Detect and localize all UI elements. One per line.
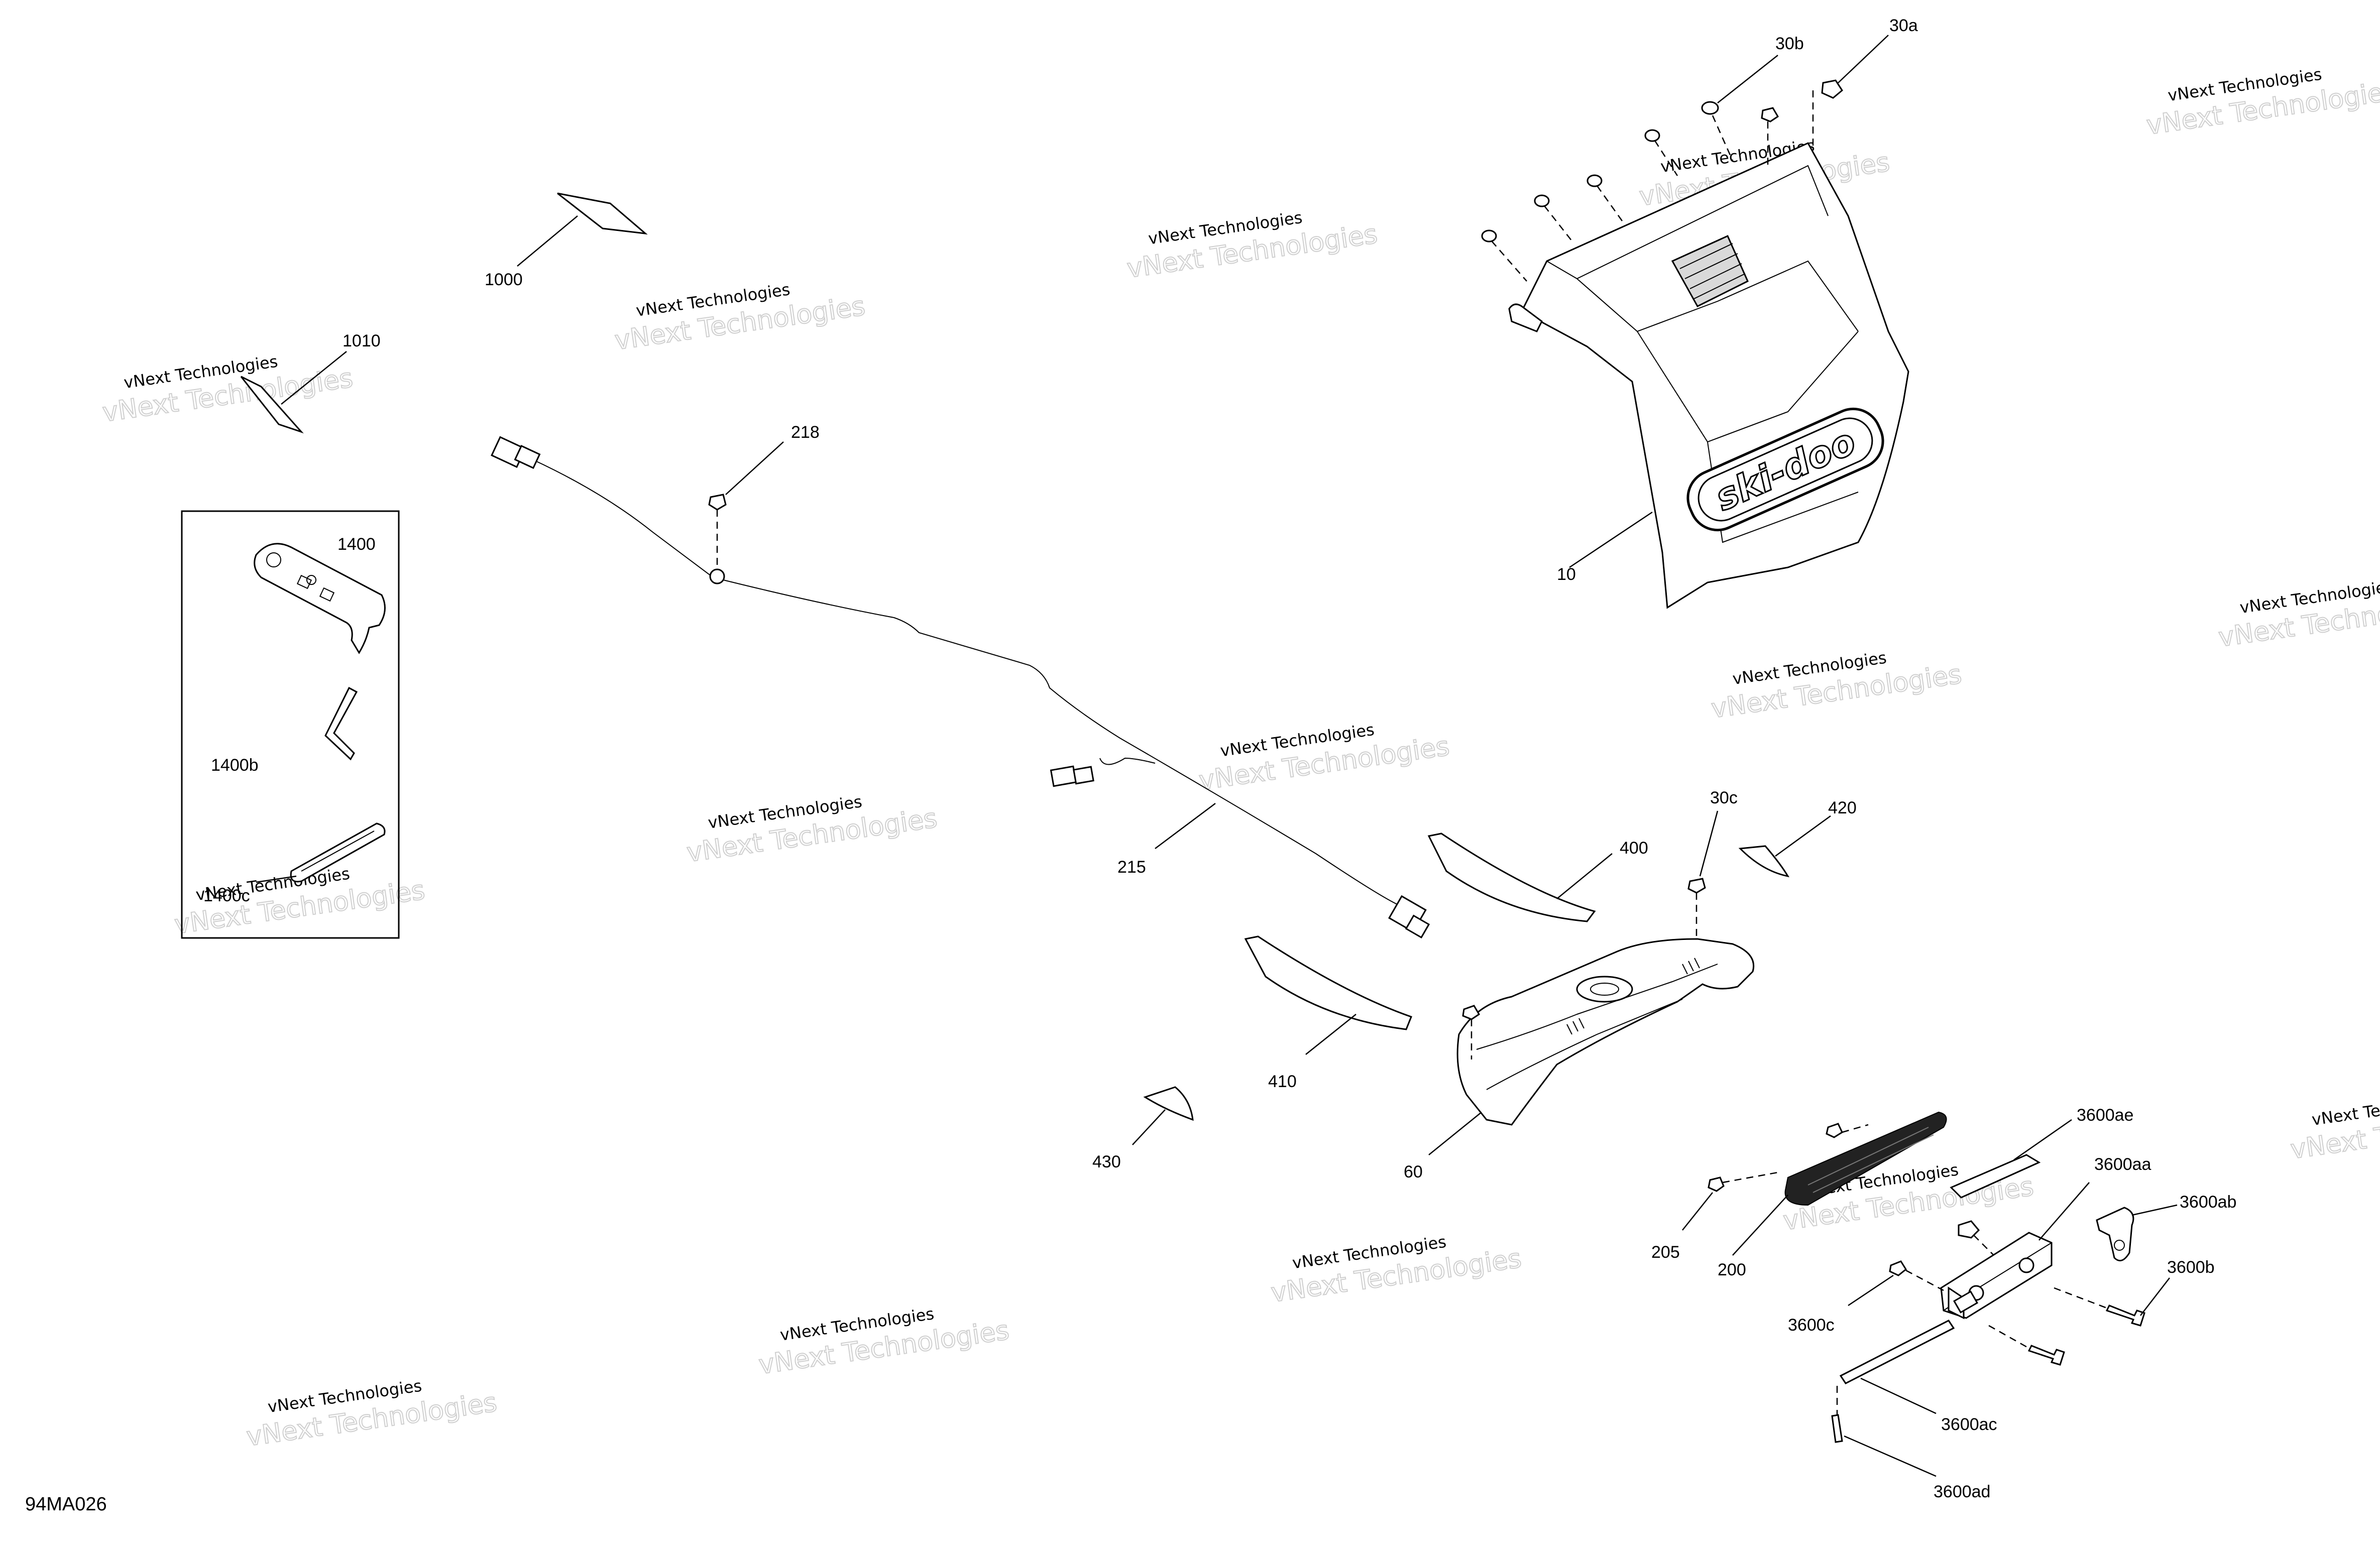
callout-60: 60 <box>1404 1162 1423 1181</box>
callout-430: 430 <box>1092 1152 1121 1171</box>
watermark: vNext Technologies vNext Technologies <box>756 1304 1011 1381</box>
callout-1400: 1400 <box>337 535 376 554</box>
rear-flap-10[interactable]: ski-doo 10 <box>1508 142 1909 609</box>
strap[interactable] <box>290 822 386 883</box>
watermark: vNext Technologies vNext Technologies <box>100 351 355 428</box>
connector-middle[interactable] <box>1050 765 1094 787</box>
spanner-wrench[interactable] <box>254 543 386 654</box>
lens-430[interactable]: 430 <box>1092 1086 1194 1171</box>
diagram-reference-code: 94MA026 <box>25 1494 107 1515</box>
callout-3600ac: 3600ac <box>1941 1415 1997 1434</box>
watermark: vNext Technologies vNext Technologies <box>1124 208 1380 285</box>
callout-3600ae: 3600ae <box>2077 1106 2133 1125</box>
bolt-3600b[interactable]: 3600b <box>2054 1258 2215 1327</box>
watermark: vNext Technologies vNext Technologies <box>612 280 867 357</box>
lens-420[interactable]: 420 <box>1738 798 1857 878</box>
bolt-lower[interactable] <box>1988 1325 2065 1366</box>
callout-200: 200 <box>1718 1260 1746 1279</box>
callout-3600c: 3600c <box>1788 1316 1835 1335</box>
callout-3600b: 3600b <box>2167 1258 2215 1277</box>
rivets-flap[interactable] <box>1481 107 1779 282</box>
ski-doo-logo: ski-doo <box>1686 407 1884 532</box>
watermark: vNext Technologies vNext Technologies <box>1709 648 1964 725</box>
callout-215: 215 <box>1117 858 1146 877</box>
washer-3600c[interactable]: 3600c <box>1788 1260 1944 1335</box>
tool-kit-1400[interactable]: 1400 1400b 1400c <box>181 510 400 939</box>
cotter-3600ad[interactable]: 3600ad <box>1831 1386 1990 1501</box>
connector-lower[interactable] <box>1388 895 1430 939</box>
callout-420: 420 <box>1828 798 1857 817</box>
nut-30b[interactable]: 30b <box>1701 34 1804 115</box>
decal-1010[interactable]: 1010 <box>240 331 381 434</box>
callout-30c: 30c <box>1710 788 1738 807</box>
screw-30c[interactable]: 30c <box>1687 788 1738 939</box>
callout-3600aa: 3600aa <box>2094 1155 2151 1174</box>
clip-218[interactable]: 218 <box>708 423 820 584</box>
screw-205[interactable]: 205 <box>1651 1123 1869 1262</box>
callout-1400c: 1400c <box>203 886 250 905</box>
watermark: vNext Technologies vNext Technologies <box>1197 720 1452 797</box>
watermark: vNext Technologies vNext Technologies <box>2288 1089 2380 1165</box>
tool-kit-frame <box>181 510 400 939</box>
watermark: vNext Technologies vNext Technologies <box>685 792 940 869</box>
nut-30a[interactable]: 30a <box>1812 16 1918 146</box>
vent-grille <box>1671 235 1749 307</box>
svg-text:vNext Technologies: vNext Technologies <box>2311 1089 2380 1129</box>
callout-30a: 30a <box>1889 16 1918 35</box>
callout-30b: 30b <box>1775 34 1804 53</box>
callout-410: 410 <box>1268 1072 1297 1091</box>
watermark: vNext Technologies vNext Technologies <box>1269 1232 1524 1309</box>
callout-1000: 1000 <box>485 270 523 289</box>
callout-205: 205 <box>1651 1243 1680 1262</box>
bracket-3600aa[interactable]: 3600aa <box>1940 1155 2151 1320</box>
callout-3600ad: 3600ad <box>1934 1482 1990 1501</box>
connector-upper[interactable] <box>491 436 541 469</box>
tail-light-vents <box>1566 958 1700 1035</box>
watermark: vNext Technologies vNext Technologies <box>2144 64 2380 141</box>
lens-410[interactable]: 410 <box>1244 935 1412 1091</box>
callout-400: 400 <box>1620 839 1648 858</box>
screw-tail-left[interactable] <box>1462 1005 1481 1059</box>
decal-1000[interactable]: 1000 <box>485 192 648 289</box>
watermark: vNext Technologies vNext Technologies <box>244 1376 499 1453</box>
callout-1010: 1010 <box>343 331 381 350</box>
callout-1400b: 1400b <box>211 756 259 775</box>
pin-3600ac[interactable]: 3600ac <box>1839 1320 1997 1434</box>
license-light-200[interactable]: 200 <box>1718 1111 1947 1279</box>
hex-key[interactable] <box>324 686 358 761</box>
wiring-harness-215[interactable]: 215 <box>491 436 1430 939</box>
hinge-3600ab[interactable]: 3600ab <box>2096 1193 2236 1262</box>
decal-3600ae[interactable]: 3600ae <box>1950 1106 2133 1199</box>
watermark: vNext Technologies vNext Technologies <box>2216 576 2380 653</box>
callout-10: 10 <box>1557 565 1576 584</box>
callout-3600ab: 3600ab <box>2180 1193 2236 1212</box>
callout-218: 218 <box>791 423 820 442</box>
lens-400[interactable]: 400 <box>1427 833 1648 922</box>
tail-light-60[interactable]: 60 <box>1404 938 1755 1181</box>
nut-3600aa[interactable] <box>1958 1220 1994 1256</box>
